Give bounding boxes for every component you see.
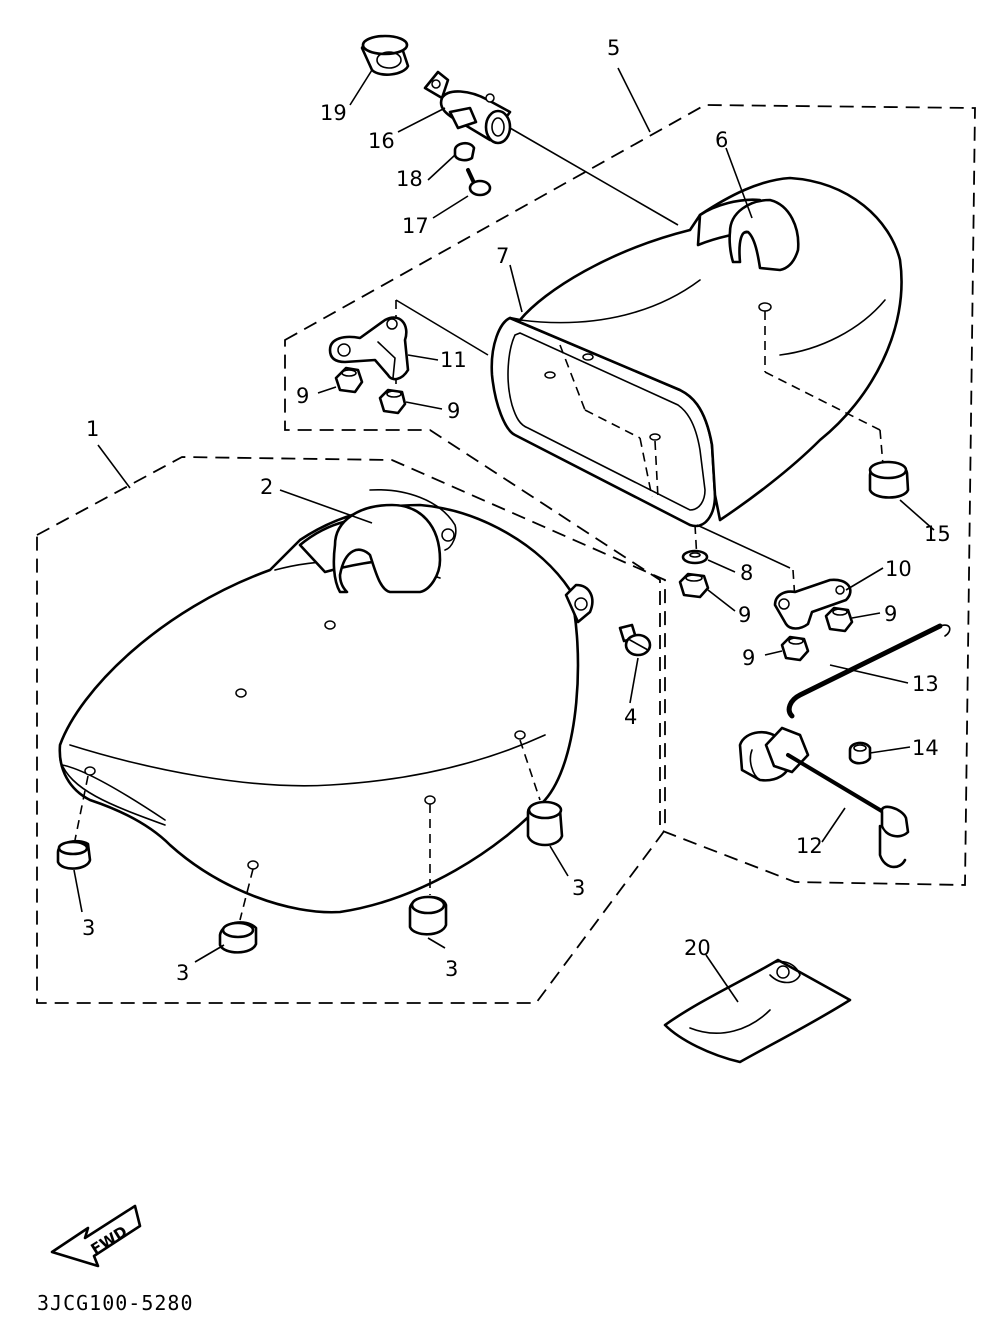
callout-18: 18 — [396, 167, 423, 191]
seat-lock-12 — [738, 726, 910, 869]
callout-8: 8 — [740, 561, 753, 585]
callout-labels: 1 2 3 3 3 3 4 5 6 7 8 9 9 9 9 9 10 11 12… — [82, 36, 951, 985]
bolt-4 — [618, 623, 652, 657]
front-seat — [58, 503, 594, 914]
drawing-code: 3JCG100-5280 — [37, 1291, 194, 1315]
callout-9c: 9 — [738, 603, 751, 627]
callout-10: 10 — [885, 557, 912, 581]
callout-20: 20 — [684, 936, 711, 960]
leader-lines — [73, 67, 935, 1003]
callout-6: 6 — [715, 128, 728, 152]
callout-1: 1 — [86, 417, 99, 441]
damper-3a — [56, 839, 92, 870]
front-seat-strap — [298, 489, 457, 594]
front-seat-assembly-boundary — [36, 456, 666, 1004]
callout-11: 11 — [440, 348, 467, 372]
callout-3d: 3 — [572, 876, 585, 900]
callout-16: 16 — [368, 129, 395, 153]
damper-3c — [408, 895, 448, 936]
nut-9e — [780, 635, 810, 662]
seat-cover-bag-20 — [663, 958, 852, 1064]
callout-19: 19 — [320, 101, 347, 125]
grommet-19 — [360, 34, 410, 76]
callout-9e: 9 — [742, 646, 755, 670]
callout-3a: 3 — [82, 916, 95, 940]
callout-15: 15 — [924, 522, 951, 546]
nut-14 — [848, 741, 872, 765]
damper-3d — [526, 800, 564, 847]
rear-seat-assembly-boundary — [284, 104, 976, 886]
callout-13: 13 — [912, 672, 939, 696]
screw-17 — [466, 168, 492, 197]
nut-9c — [678, 572, 710, 599]
damper-3b — [218, 921, 258, 954]
bracket-10 — [773, 578, 852, 630]
nut-9a — [334, 366, 364, 394]
lock-cylinder-16 — [423, 70, 512, 145]
callout-4: 4 — [624, 705, 637, 729]
rear-seat — [508, 176, 903, 522]
lock-rod-13 — [786, 623, 951, 719]
callout-9a: 9 — [296, 384, 309, 408]
callout-5: 5 — [607, 36, 620, 60]
washer-18 — [453, 141, 476, 162]
forward-direction-arrow: FWD — [50, 1204, 142, 1268]
callout-17: 17 — [402, 214, 429, 238]
washer-8 — [681, 549, 709, 565]
bracket-11 — [328, 316, 410, 381]
callout-9d: 9 — [884, 602, 897, 626]
callout-2: 2 — [260, 475, 273, 499]
callout-12: 12 — [796, 834, 823, 858]
callout-14: 14 — [912, 736, 939, 760]
callout-9b: 9 — [447, 399, 460, 423]
callout-3b: 3 — [176, 961, 189, 985]
callout-7: 7 — [496, 244, 509, 268]
nut-9b — [378, 388, 407, 415]
callout-3c: 3 — [445, 957, 458, 981]
damper-15 — [868, 460, 910, 499]
nut-9d — [824, 606, 854, 633]
